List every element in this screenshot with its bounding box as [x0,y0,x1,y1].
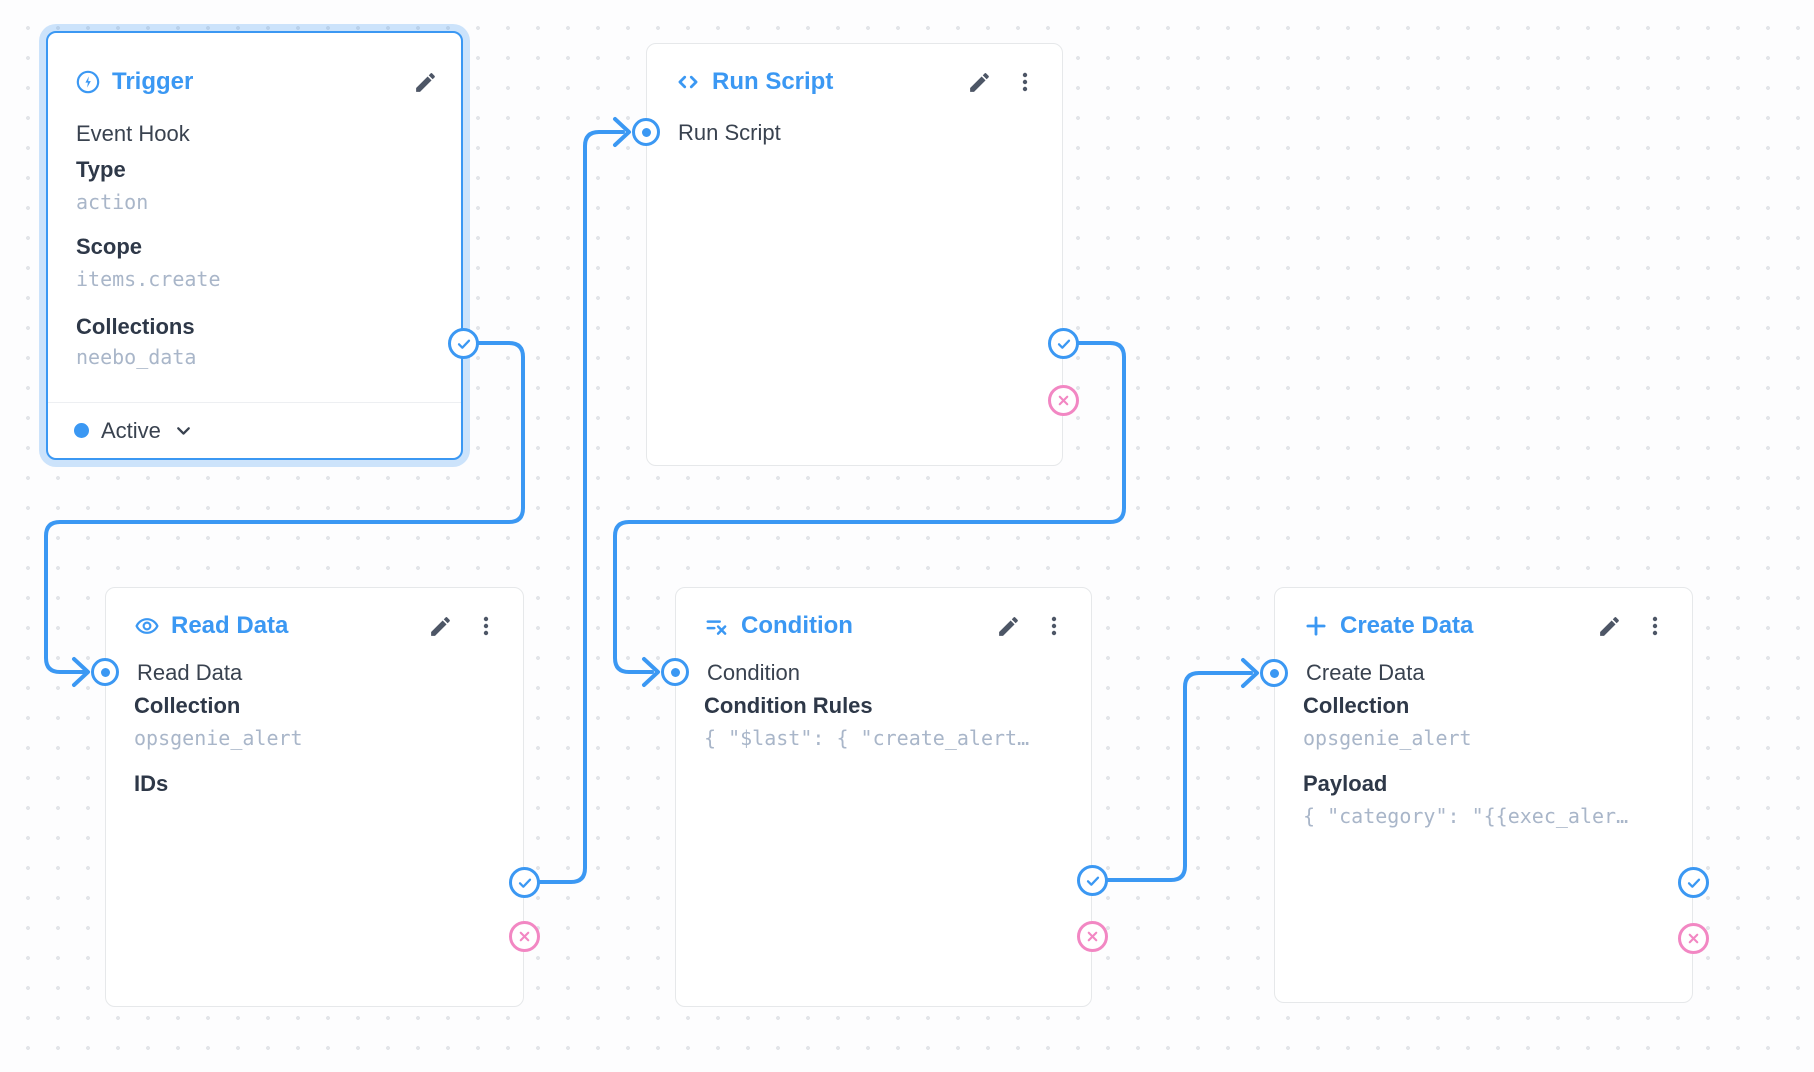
create-data-payload-label: Payload [1303,771,1388,796]
code-icon [675,69,701,95]
node-title: Trigger [112,68,194,95]
eye-icon [134,613,160,639]
read-data-input-connector[interactable] [91,658,119,686]
node-title: Create Data [1340,612,1474,639]
edge-trigger-to-read-data-arrow [72,657,90,687]
condition-rules-label: Condition Rules [704,693,873,718]
node-create-data[interactable]: Create Data Create Data Collection opsge… [1274,587,1693,1003]
read-data-collection-value: opsgenie_alert [134,726,303,750]
edge-condition-to-create-data-arrow [1241,658,1259,688]
create-data-collection-value: opsgenie_alert [1303,726,1472,750]
condition-resolve-connector[interactable] [1077,865,1108,896]
node-trigger-header: Trigger [75,68,438,96]
node-run-script[interactable]: Run Script Run Script [646,43,1063,466]
condition-input-label: Condition [707,660,800,685]
trigger-collections-label: Collections [76,314,195,339]
trigger-type-value: action [76,190,149,214]
condition-rules-value: { "$last": { "create_alert… [704,726,1030,750]
rule-icon [704,613,730,639]
run-script-resolve-connector[interactable] [1048,328,1079,359]
create-data-collection-label: Collection [1303,693,1410,718]
flow-status-toggle[interactable]: Active [48,402,461,458]
more-options-button[interactable] [473,613,499,639]
more-options-button[interactable] [1012,69,1038,95]
trigger-scope-value: items.create [76,267,221,291]
node-trigger[interactable]: Trigger Event Hook Type action Scope ite… [46,31,463,460]
plus-icon [1303,613,1329,639]
node-condition[interactable]: Condition Condition Condition Rules { "$… [675,587,1092,1007]
edit-button[interactable] [412,69,438,95]
edit-button[interactable] [427,613,453,639]
edit-button[interactable] [1596,613,1622,639]
create-data-input-connector[interactable] [1260,659,1288,687]
read-data-ids-label: IDs [134,771,169,796]
read-data-collection-label: Collection [134,693,241,718]
create-data-payload-value: { "category": "{{exec_aler… [1303,804,1629,828]
create-data-input-label: Create Data [1306,660,1425,685]
create-data-resolve-connector[interactable] [1678,867,1709,898]
edge-run-script-to-condition-arrow [642,657,660,687]
node-condition-header: Condition [704,612,1067,640]
more-options-button[interactable] [1041,613,1067,639]
read-data-reject-connector[interactable] [509,921,540,952]
read-data-resolve-connector[interactable] [509,867,540,898]
edge-condition-to-create-data [1090,671,1253,882]
run-script-input-label: Run Script [678,120,781,145]
run-script-reject-connector[interactable] [1048,385,1079,416]
run-script-input-connector[interactable] [632,118,660,146]
trigger-scope-label: Scope [76,234,143,259]
edit-button[interactable] [995,613,1021,639]
trigger-kind: Event Hook [76,121,190,146]
node-run-script-header: Run Script [675,68,1038,96]
more-options-button[interactable] [1642,613,1668,639]
node-read-data-header: Read Data [134,612,499,640]
status-label: Active [101,417,161,443]
node-title: Run Script [712,68,834,95]
edge-read-data-to-run-script [522,130,625,884]
node-create-data-header: Create Data [1303,612,1668,640]
condition-reject-connector[interactable] [1077,921,1108,952]
node-read-data[interactable]: Read Data Read Data Collection opsgenie_… [105,587,524,1007]
read-data-input-label: Read Data [137,660,243,685]
create-data-reject-connector[interactable] [1678,923,1709,954]
status-active-dot [74,423,89,438]
trigger-resolve-connector[interactable] [448,328,479,359]
edit-button[interactable] [966,69,992,95]
chevron-down-icon [173,420,194,441]
node-title: Read Data [171,612,289,639]
bolt-circle-icon [75,69,101,95]
node-title: Condition [741,612,853,639]
edge-read-data-to-run-script-arrow [613,117,631,147]
trigger-collections-value: neebo_data [76,345,197,369]
trigger-type-label: Type [76,157,126,182]
condition-input-connector[interactable] [661,658,689,686]
